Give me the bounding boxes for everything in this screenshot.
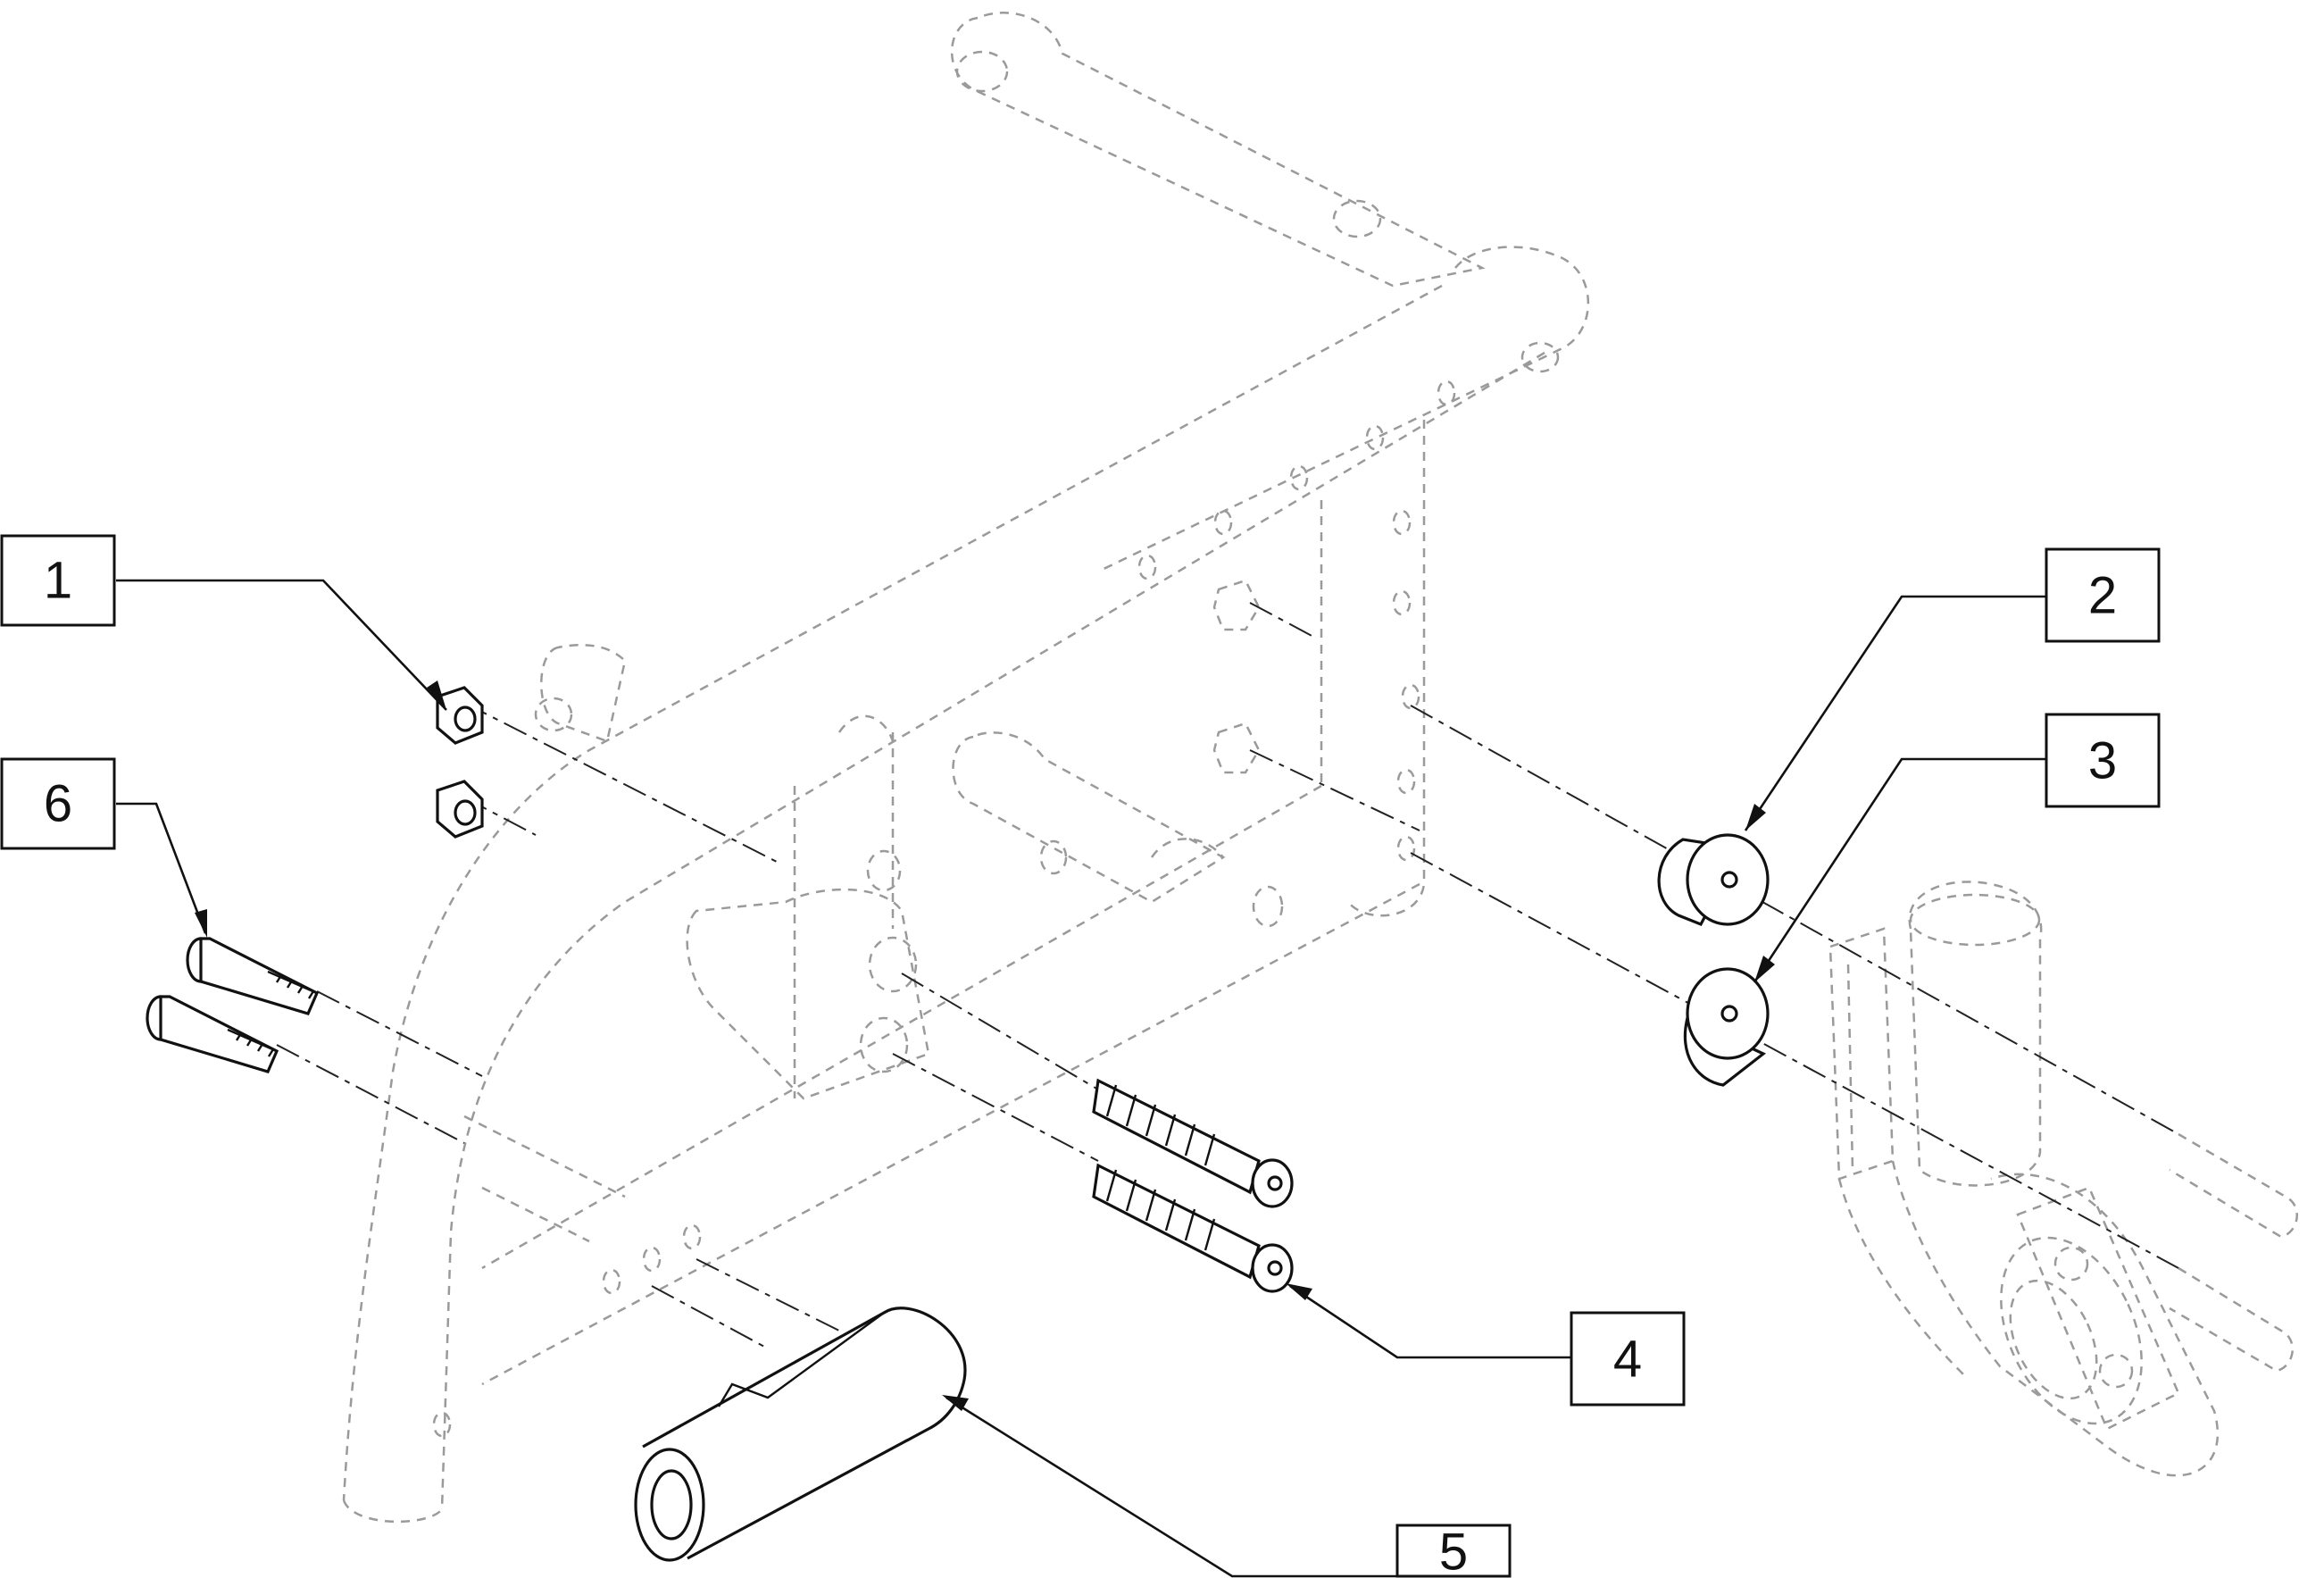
shoulder-bolt-upper — [186, 937, 320, 1015]
tapered-spacer — [1657, 833, 1770, 927]
callout-2: 2 — [2045, 547, 2161, 643]
leader-3 — [1753, 757, 2046, 983]
callout-3: 3 — [2045, 713, 2161, 808]
flat-washer — [1683, 967, 1770, 1087]
callout-2-label: 2 — [2088, 567, 2117, 625]
arrowhead-5 — [942, 1395, 969, 1411]
tube-sleeve — [634, 1307, 967, 1562]
callout-5-label: 5 — [1439, 1524, 1468, 1578]
arrowhead-1 — [427, 680, 446, 710]
callout-1-label: 1 — [44, 552, 72, 610]
ghost-frame — [342, 12, 2298, 1524]
leader-4 — [1289, 1284, 1571, 1359]
arrowhead-3 — [1754, 956, 1775, 982]
leader-6 — [116, 802, 207, 934]
arrowhead-4 — [1286, 1283, 1312, 1300]
assembly-axes — [276, 602, 2179, 1349]
leader-5 — [945, 1396, 1397, 1578]
arrowhead-2 — [1745, 804, 1766, 831]
threaded-bolt-upper — [1092, 1078, 1294, 1208]
threaded-bolt-lower — [1092, 1163, 1294, 1293]
hex-nut-upper — [436, 686, 484, 745]
callout-6-label: 6 — [44, 775, 72, 833]
callout-1: 1 — [0, 534, 116, 627]
leader-1 — [116, 579, 447, 711]
callout-4: 4 — [1570, 1311, 1686, 1407]
leader-2 — [1744, 595, 2046, 831]
arrowhead-6 — [195, 909, 207, 938]
shoulder-bolt-lower — [146, 995, 279, 1073]
callout-6: 6 — [0, 757, 116, 850]
callout-3-label: 3 — [2088, 732, 2117, 790]
callout-4-label: 4 — [1613, 1331, 1642, 1389]
hex-nut-lower — [436, 780, 484, 839]
callout-5: 5 — [1395, 1524, 1512, 1578]
leader-lines — [116, 579, 2046, 1578]
